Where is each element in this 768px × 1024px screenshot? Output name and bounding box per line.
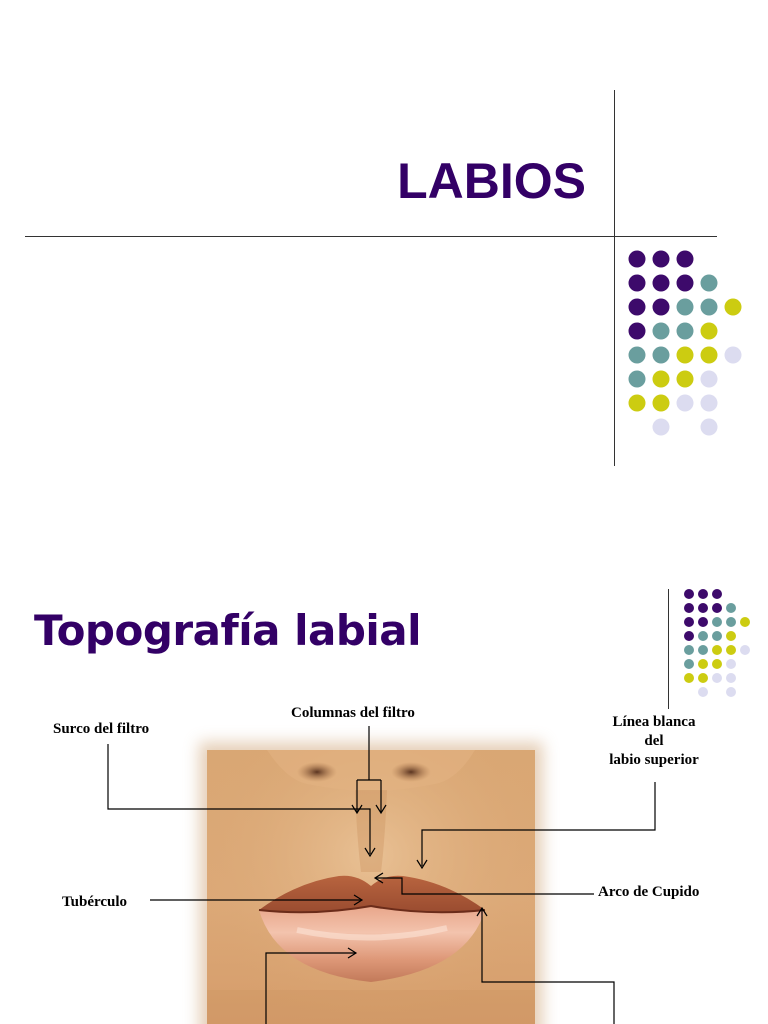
horizontal-rule [25, 236, 717, 237]
slide-title-labios: LABIOS [397, 153, 586, 209]
decorative-dot [676, 322, 694, 340]
decorative-dot [628, 370, 646, 388]
decorative-dot [698, 659, 708, 669]
decorative-dot-grid [628, 250, 742, 436]
decorative-dot [726, 659, 736, 669]
decorative-dot [652, 298, 670, 316]
decorative-dot [676, 274, 694, 292]
decorative-dot [698, 645, 708, 655]
decorative-dot [698, 603, 708, 613]
slide-topografia-labial: Topografía labial [0, 512, 768, 1024]
decorative-dot [628, 250, 646, 268]
decorative-dot [684, 631, 694, 641]
decorative-dot [712, 673, 722, 683]
slide-labios: LABIOS [25, 90, 742, 466]
decorative-dot [700, 370, 718, 388]
decorative-dot [724, 298, 742, 316]
decorative-dot [628, 274, 646, 292]
decorative-dot-grid-small [684, 589, 750, 697]
decorative-dot [712, 631, 722, 641]
decorative-dot [700, 322, 718, 340]
label-linea-blanca: Línea blanca del labio superior [604, 713, 704, 769]
decorative-dot [726, 603, 736, 613]
decorative-dot [628, 346, 646, 364]
label-linea-blanca-line1: Línea blanca [612, 714, 696, 730]
decorative-dot [676, 298, 694, 316]
decorative-dot [652, 346, 670, 364]
vertical-rule [668, 589, 669, 709]
label-surco-del-filtro: Surco del filtro [53, 721, 150, 737]
decorative-dot [698, 687, 708, 697]
label-arco-de-cupido: Arco de Cupido [598, 884, 700, 900]
decorative-dot [652, 394, 670, 412]
decorative-dot [652, 250, 670, 268]
decorative-dot [652, 370, 670, 388]
decorative-dot [700, 346, 718, 364]
decorative-dot [676, 346, 694, 364]
decorative-dot [700, 418, 718, 436]
decorative-dot [726, 617, 736, 627]
vertical-rule [614, 90, 615, 466]
decorative-dot [676, 394, 694, 412]
decorative-dot [700, 274, 718, 292]
decorative-dot [684, 589, 694, 599]
decorative-dot [684, 673, 694, 683]
decorative-dot [726, 645, 736, 655]
decorative-dot [712, 617, 722, 627]
decorative-dot [628, 394, 646, 412]
slide-title-topografia: Topografía labial [34, 606, 422, 655]
decorative-dot [698, 589, 708, 599]
decorative-dot [684, 659, 694, 669]
decorative-dot [698, 673, 708, 683]
decorative-dot [700, 298, 718, 316]
label-columnas-del-filtro: Columnas del filtro [291, 705, 415, 721]
decorative-dot [652, 274, 670, 292]
decorative-dot [698, 617, 708, 627]
decorative-dot [726, 687, 736, 697]
decorative-dot [712, 589, 722, 599]
decorative-dot [652, 322, 670, 340]
decorative-dot [676, 370, 694, 388]
decorative-dot [698, 631, 708, 641]
decorative-dot [712, 659, 722, 669]
callout-lines [107, 726, 656, 1024]
decorative-dot [628, 322, 646, 340]
lips-photo [207, 750, 535, 1024]
decorative-dot [724, 346, 742, 364]
decorative-dot [712, 645, 722, 655]
decorative-dot [628, 298, 646, 316]
decorative-dot [652, 418, 670, 436]
decorative-dot [712, 603, 722, 613]
label-linea-blanca-line2: del [644, 732, 664, 749]
label-tuberculo: Tubérculo [62, 894, 128, 910]
decorative-dot [684, 603, 694, 613]
decorative-dot [700, 394, 718, 412]
decorative-dot [740, 645, 750, 655]
decorative-dot [726, 673, 736, 683]
decorative-dot [676, 250, 694, 268]
decorative-dot [684, 617, 694, 627]
decorative-dot [726, 631, 736, 641]
label-linea-blanca-line3: labio superior [609, 751, 699, 768]
decorative-dot [684, 645, 694, 655]
decorative-dot [740, 617, 750, 627]
